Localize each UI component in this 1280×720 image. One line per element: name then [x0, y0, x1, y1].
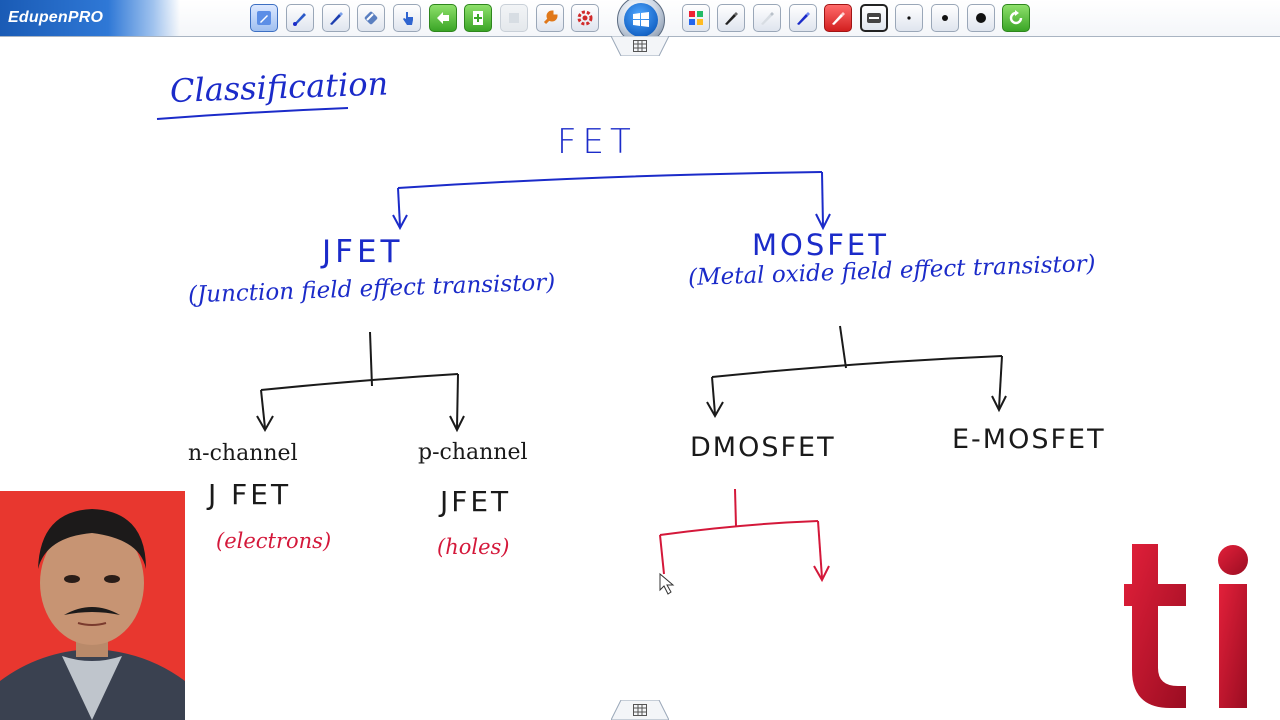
jfet-arrow-stem: [397, 187, 401, 227]
pen-icon: [257, 11, 271, 25]
jfet-branch-line: [260, 373, 459, 391]
line-width-icon: [867, 13, 881, 23]
blue-pen-tool[interactable]: [789, 4, 817, 32]
wrench-icon: [543, 10, 558, 25]
pch-arrow-stem: [456, 373, 459, 429]
eraser-icon: [364, 11, 378, 25]
dmos-arrow-head: [706, 401, 724, 419]
pen-blue-icon: [797, 12, 810, 25]
mouse-cursor: [659, 572, 675, 595]
add-page-icon: [473, 11, 483, 25]
add-page-tool[interactable]: [464, 4, 492, 32]
emos-arrow-head: [991, 395, 1007, 413]
highlighter-icon: [761, 12, 774, 25]
p-channel-carrier: (holes): [437, 535, 510, 559]
n-channel-carrier: (electrons): [216, 529, 332, 553]
arrow-left-icon: [437, 12, 449, 24]
dmos-branch-line: [659, 520, 819, 536]
grid-icon: [633, 40, 647, 52]
emos-arrow-stem: [998, 355, 1003, 409]
fet-branch-line: [397, 171, 823, 189]
marker-tool[interactable]: [322, 4, 350, 32]
dmosfet-label: DMOSFET: [690, 432, 836, 463]
n-channel-jfet-label: J FET: [208, 478, 292, 511]
red-pen-tool[interactable]: [824, 4, 852, 32]
refresh-icon: [1009, 10, 1023, 25]
previous-page-tool[interactable]: [429, 4, 457, 32]
dot-large-tool[interactable]: [967, 4, 995, 32]
marker-icon: [330, 12, 343, 25]
top-toolbar: EdupenPRO: [0, 0, 1280, 44]
brand-logo-icon: [1124, 544, 1248, 708]
pen-black-icon: [725, 12, 738, 25]
black-pen-tool[interactable]: [717, 4, 745, 32]
palette-icon: [689, 11, 703, 25]
jfet-arrow-head: [392, 214, 408, 231]
pen-select-tool[interactable]: [250, 4, 278, 32]
dmos-right-arrow-head: [813, 565, 830, 583]
nch-arrow-stem: [260, 389, 266, 429]
dmos-stem: [734, 488, 737, 527]
bottom-panel-handle[interactable]: [611, 700, 669, 720]
top-panel-handle[interactable]: [611, 36, 669, 56]
eraser-tool[interactable]: [357, 4, 385, 32]
next-page-tool[interactable]: [500, 4, 528, 32]
dmos-arrow-stem: [711, 376, 716, 415]
emosfet-label: E-MOSFET: [952, 424, 1106, 455]
title-underline: [156, 107, 349, 120]
dot-medium-icon: [942, 15, 948, 21]
dmos-left-arrow-stem: [659, 534, 665, 575]
pch-arrow-head: [449, 415, 465, 433]
dot-medium-tool[interactable]: [931, 4, 959, 32]
settings-tool[interactable]: [571, 4, 599, 32]
dmos-right-arrow-stem: [817, 520, 823, 579]
nch-arrow-head: [256, 415, 274, 433]
stroke-width-tool[interactable]: [860, 4, 888, 32]
hand-pointer-icon: [403, 12, 413, 25]
fet-label: FET: [557, 122, 637, 162]
mosfet-arrow-stem: [821, 171, 824, 227]
gear-icon: [577, 10, 593, 26]
pointer-tool[interactable]: [393, 4, 421, 32]
dot-large-icon: [976, 13, 986, 23]
color-palette-tool[interactable]: [682, 4, 710, 32]
arrow-right-icon: [509, 13, 519, 23]
p-channel-label: p-channel: [418, 440, 528, 465]
presenter-avatar: [0, 491, 185, 720]
dot-small-icon: [907, 16, 911, 20]
tools-tool[interactable]: [536, 4, 564, 32]
mosfet-branch-line: [711, 355, 1003, 378]
brush-tool[interactable]: [286, 4, 314, 32]
grid-icon: [633, 704, 647, 716]
pen-red-icon: [832, 12, 845, 25]
p-channel-jfet-label: JFET: [440, 485, 512, 518]
jfet-stem: [369, 331, 373, 387]
n-channel-label: n-channel: [188, 441, 298, 466]
mosfet-stem: [839, 325, 847, 369]
jfet-label: JFET: [322, 234, 404, 270]
brand-logo: EdupenPRO: [0, 0, 180, 36]
brush-icon: [293, 13, 306, 26]
presenter-video: [0, 491, 185, 720]
windows-logo-icon: [624, 3, 658, 37]
mosfet-label: MOSFET: [752, 228, 889, 262]
whiteboard-canvas[interactable]: Classification FET JFET (Junction field …: [0, 37, 1280, 720]
highlighter-tool[interactable]: [753, 4, 781, 32]
dot-small-tool[interactable]: [895, 4, 923, 32]
board-title: Classification: [169, 64, 389, 110]
mosfet-arrow-head: [815, 213, 831, 231]
refresh-tool[interactable]: [1002, 4, 1030, 32]
